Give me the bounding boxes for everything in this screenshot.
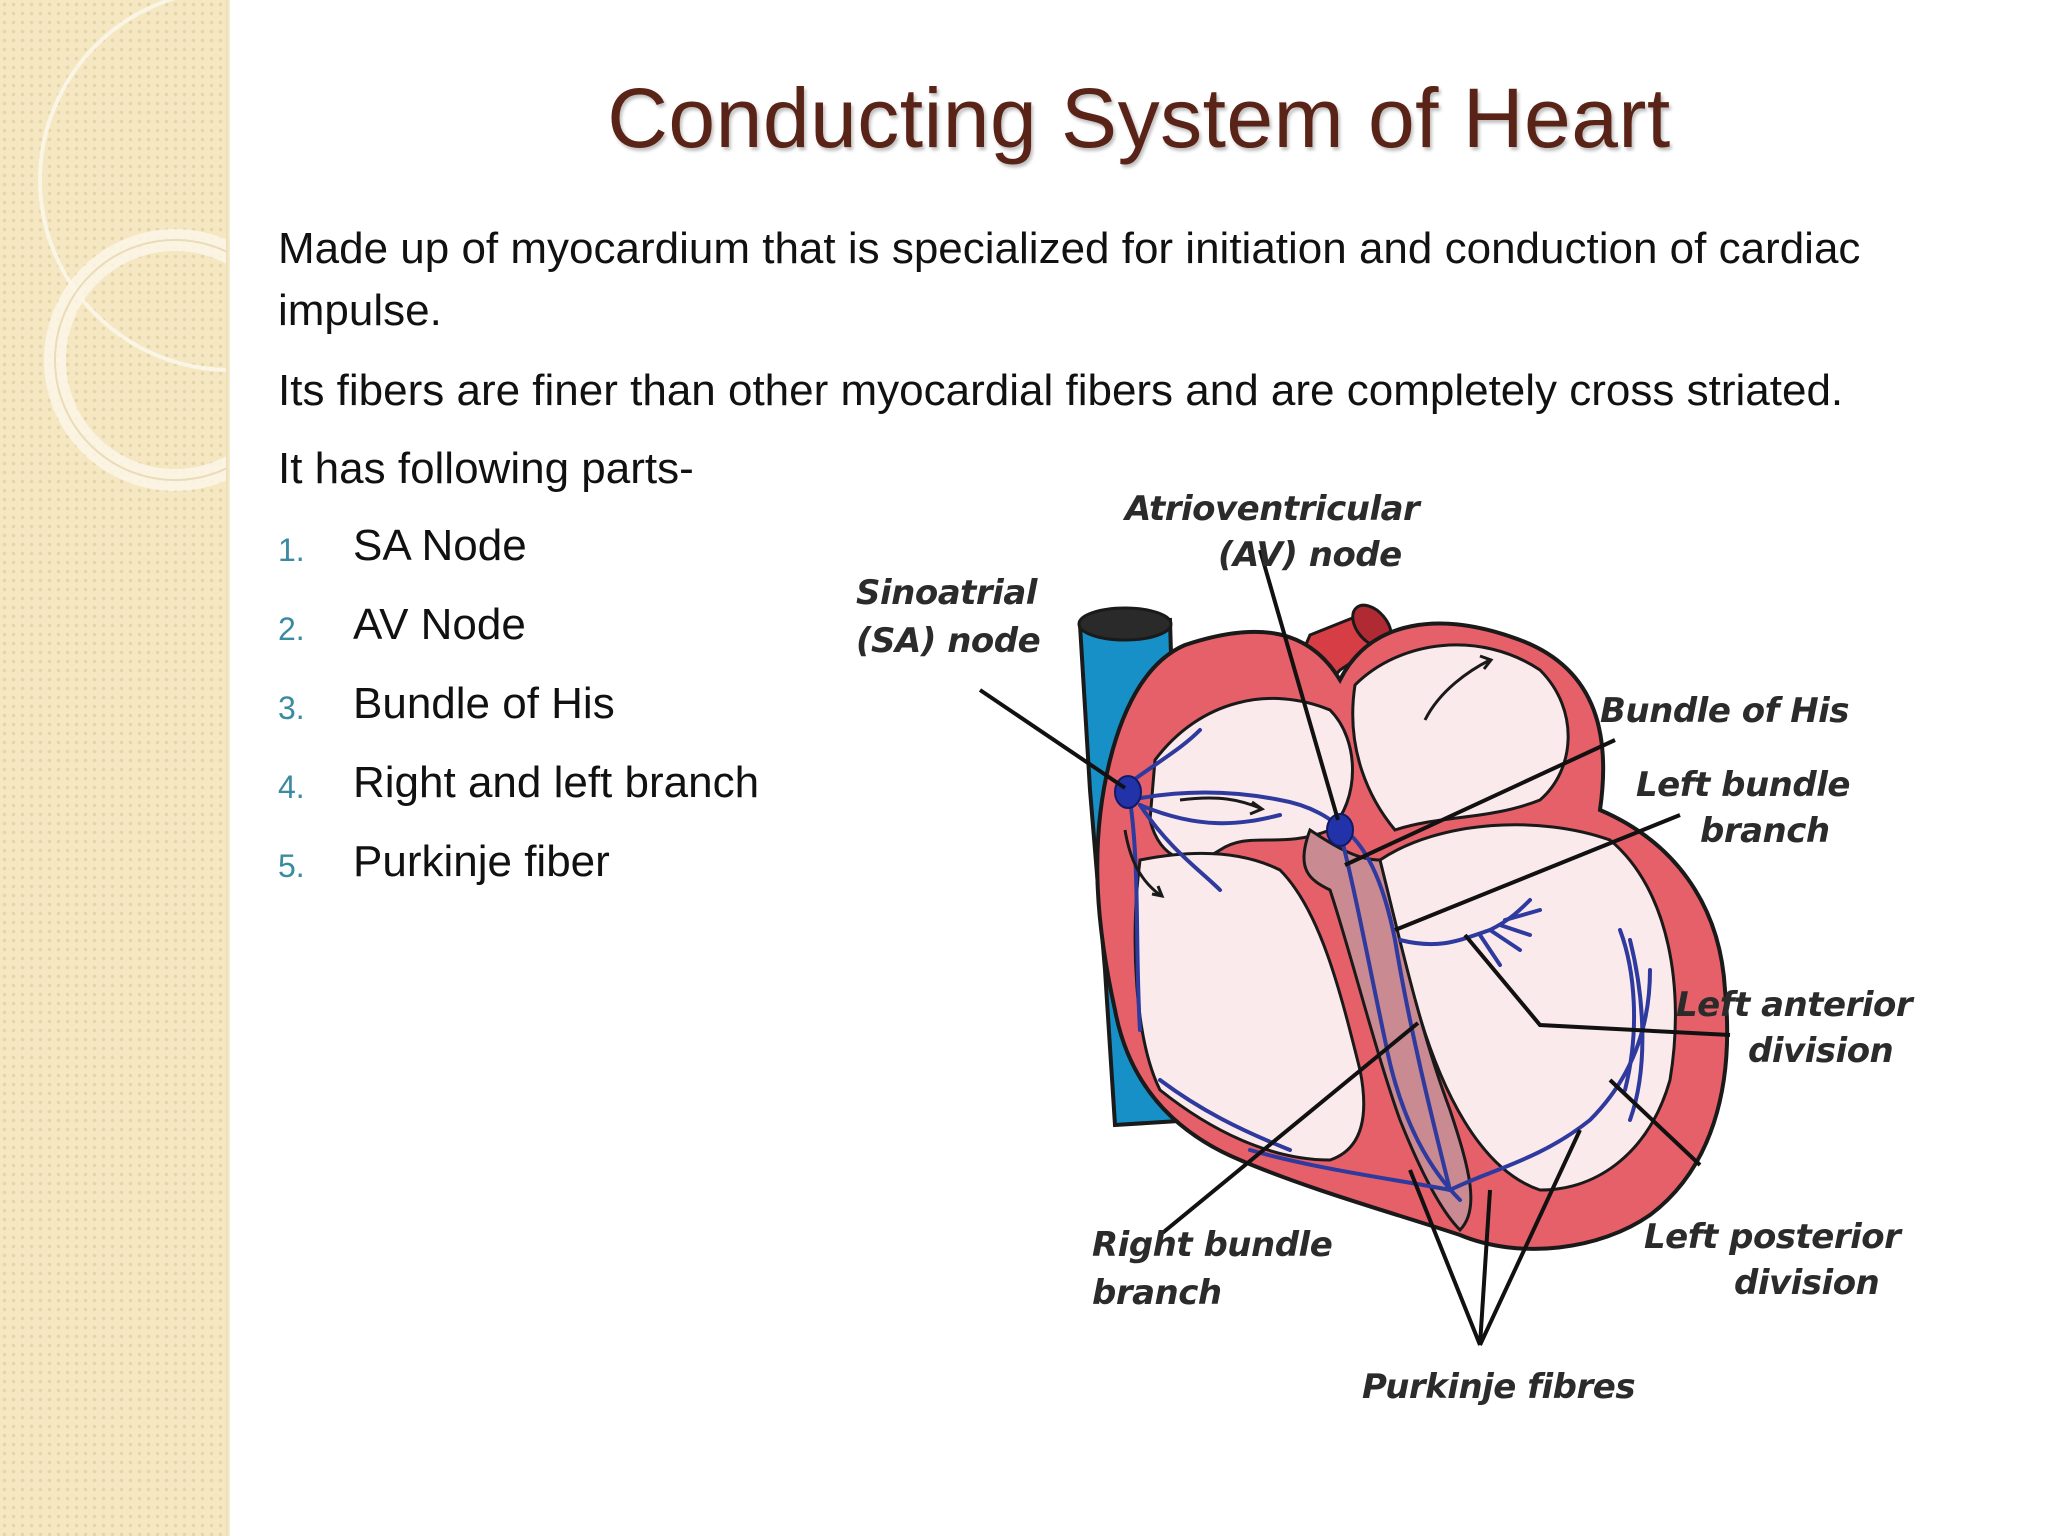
conduction-pathway [1118,728,1652,1202]
list-number: 1. [278,532,305,568]
label-sa-node-line1: Sinoatrial [856,573,1037,613]
leader-lines [978,549,1731,1346]
list-number: 3. [278,690,305,726]
label-left-anterior-division-line2: division [1748,1031,1894,1071]
list-number: 5. [278,848,305,884]
flow-arrows [1123,654,1494,899]
label-bundle-of-his: Bundle of His [1600,691,1850,731]
list-item-label: Purkinje fiber [353,837,610,886]
list-number: 4. [278,769,305,805]
sidebar-rings-decoration [38,0,230,491]
list-item-label: Right and left branch [353,758,760,807]
label-av-node-line2: (AV) node [1218,535,1402,575]
label-right-bundle-branch-line2: branch [1092,1273,1222,1313]
slide-title: Conducting System of Heart [607,71,1671,165]
av-node [1326,813,1354,847]
label-left-posterior-division-line2: division [1734,1263,1880,1303]
label-av-node-line1: Atrioventricular [1125,489,1420,529]
list-item-label: AV Node [353,600,526,649]
label-left-posterior-division-line1: Left posterior [1644,1217,1901,1257]
label-sa-node-line2: (SA) node [856,621,1041,661]
paragraph-fibers: Its fibers are finer than other myocardi… [278,366,1844,415]
heart-conduction-diagram [978,549,1731,1346]
label-purkinje-fibres: Purkinje fibres [1362,1367,1636,1407]
list-number: 2. [278,611,305,647]
label-left-bundle-branch-line1: Left bundle [1636,765,1850,805]
paragraph-definition: Made up of myocardium that is specialize… [278,224,1861,335]
decorative-sidebar [0,0,230,1536]
septum [1302,827,1473,1233]
label-right-bundle-branch-line1: Right bundle [1092,1225,1333,1265]
sidebar-edge [226,0,230,1536]
list-item-label: SA Node [353,521,527,570]
label-left-anterior-division-line1: Left anterior [1676,985,1913,1025]
sa-node [1114,775,1142,809]
paragraph-parts-intro: It has following parts- [278,444,694,493]
list-item-label: Bundle of His [353,679,615,728]
label-left-bundle-branch-line2: branch [1700,811,1830,851]
